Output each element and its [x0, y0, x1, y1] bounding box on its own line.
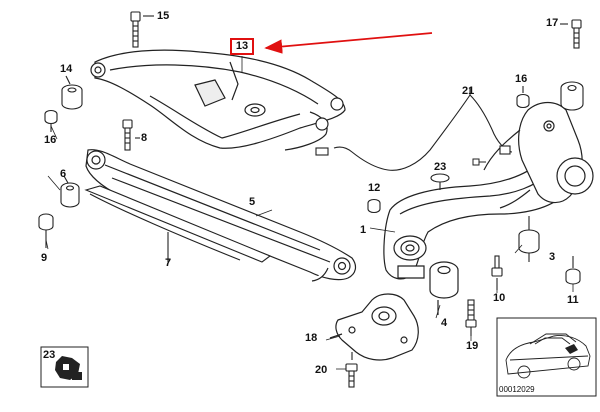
red-arrow-icon: [264, 32, 433, 54]
bushing-4[interactable]: [429, 261, 459, 315]
bolt-10[interactable]: [491, 255, 503, 290]
label-16-right[interactable]: 16: [515, 73, 528, 85]
label-14[interactable]: 14: [60, 63, 73, 75]
nut-9[interactable]: [38, 213, 54, 248]
bracket-part-icon: [40, 346, 89, 388]
label-17[interactable]: 17: [546, 17, 559, 29]
label-21[interactable]: 21: [462, 85, 475, 97]
stiffener-plate-7[interactable]: [84, 185, 272, 263]
screw-small[interactable]: [472, 158, 486, 166]
bolt-20[interactable]: [345, 352, 358, 388]
leader-lines: [45, 56, 574, 370]
label-6[interactable]: 6: [60, 168, 67, 180]
bolt-8[interactable]: [122, 119, 140, 151]
nut-16-right[interactable]: [516, 86, 530, 109]
label-3[interactable]: 3: [549, 251, 556, 263]
bolt-17[interactable]: [560, 19, 582, 49]
grommet-23[interactable]: [430, 173, 450, 190]
nut-11[interactable]: [565, 256, 581, 285]
label-10[interactable]: 10: [493, 292, 506, 304]
lower-control-arm-5[interactable]: [85, 149, 357, 282]
label-5[interactable]: 5: [249, 196, 256, 208]
bushing-14[interactable]: [61, 75, 83, 110]
callout-13[interactable]: 13: [230, 38, 254, 55]
label-8[interactable]: 8: [141, 132, 148, 144]
bolt-15[interactable]: [130, 11, 154, 48]
label-4[interactable]: 4: [441, 317, 448, 329]
bushing-6[interactable]: [60, 175, 80, 208]
label-16-left[interactable]: 16: [44, 134, 57, 146]
label-18[interactable]: 18: [305, 332, 318, 344]
nut-16-left[interactable]: [44, 109, 58, 133]
label-12[interactable]: 12: [368, 182, 381, 194]
reference-number: 00012029: [499, 385, 535, 394]
label-23-callout[interactable]: 23: [434, 161, 447, 173]
nut-12[interactable]: [367, 198, 381, 214]
label-1[interactable]: 1: [360, 224, 367, 236]
label-11[interactable]: 11: [567, 294, 579, 306]
label-9[interactable]: 9: [41, 252, 48, 264]
bushing-top-right[interactable]: [560, 81, 584, 111]
upper-control-arm-13[interactable]: [90, 49, 346, 151]
ball-joint-3[interactable]: [518, 216, 540, 262]
sensor-cable-21[interactable]: [315, 88, 513, 171]
mount-bracket-18[interactable]: [329, 293, 419, 361]
bolt-19[interactable]: [465, 299, 477, 336]
car-location-icon: [496, 317, 597, 397]
label-23-thumbnail[interactable]: 23: [43, 349, 56, 361]
label-7[interactable]: 7: [165, 257, 172, 269]
label-20[interactable]: 20: [315, 364, 328, 376]
label-19[interactable]: 19: [466, 340, 479, 352]
label-15[interactable]: 15: [157, 10, 170, 22]
